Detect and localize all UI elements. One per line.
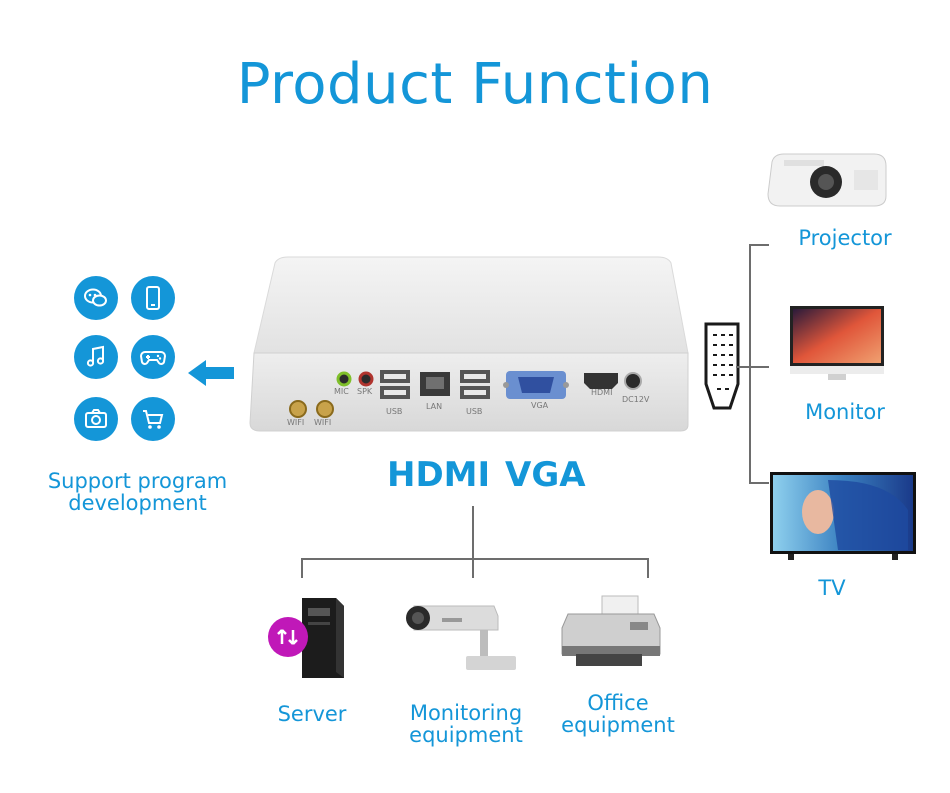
port-mic-label: MIC [334, 387, 349, 396]
support-program-line1: Support program [47, 469, 228, 493]
camera-image [406, 605, 516, 670]
wechat-icon [74, 276, 118, 320]
connector-tick-right [647, 558, 649, 578]
port-hdmi-label: HDMI [591, 388, 613, 397]
tv-label: TV [818, 576, 846, 600]
bracket-line-vertical [749, 244, 751, 484]
printer-image [561, 595, 661, 666]
monitoring-line1: Monitoring [409, 701, 523, 725]
bracket-tick-middle [749, 366, 769, 368]
connector-tick-left [301, 558, 303, 578]
office-label: Office equipment [548, 692, 688, 736]
server-image [268, 598, 344, 678]
port-usb2-label: USB [466, 407, 483, 416]
smartphone-icon [131, 276, 175, 320]
connector-line-horizontal [301, 558, 649, 560]
tv-image [770, 472, 916, 560]
port-wifi2-label: WIFI [314, 418, 332, 427]
port-vga-label: VGA [531, 401, 549, 410]
monitoring-line2: equipment [409, 723, 523, 747]
office-line2: equipment [561, 713, 675, 737]
projector-image [767, 153, 887, 207]
support-program-label: Support program development [30, 470, 245, 514]
monitor-image [790, 306, 884, 380]
projector-label: Projector [798, 226, 892, 250]
port-usb1-label: USB [386, 407, 403, 416]
bracket-link-line [736, 366, 750, 368]
port-dc-label: DC12V [622, 395, 650, 404]
vga-label: VGA [505, 455, 586, 495]
monitor-label: Monitor [805, 400, 885, 424]
gamepad-icon [131, 335, 175, 379]
bracket-tick-top [749, 244, 769, 246]
hdmi-connector-icon [704, 322, 740, 410]
music-icon [74, 335, 118, 379]
server-label: Server [277, 702, 347, 726]
camera-icon [74, 397, 118, 441]
bracket-tick-bottom [749, 482, 769, 484]
office-line1: Office [587, 691, 649, 715]
arrow-left-icon [188, 360, 234, 386]
port-lan-label: LAN [426, 402, 443, 411]
shopping-cart-icon [131, 397, 175, 441]
connector-line-vertical [472, 506, 474, 578]
port-spk-label: SPK [357, 387, 373, 396]
monitoring-label: Monitoring equipment [396, 702, 536, 746]
port-wifi1-label: WIFI [287, 418, 305, 427]
mini-pc-device [249, 256, 689, 432]
support-program-line2: development [68, 491, 207, 515]
page-title: Product Function [236, 52, 714, 117]
hdmi-label: HDMI [387, 455, 491, 495]
